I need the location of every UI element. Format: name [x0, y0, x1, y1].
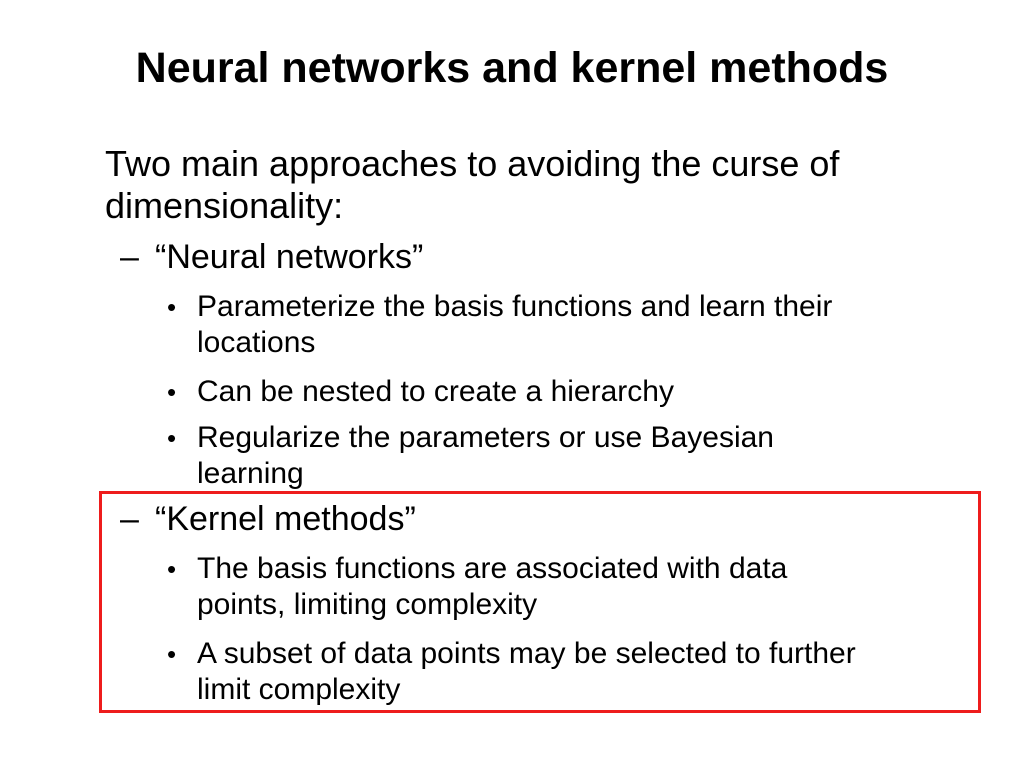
bullet-item-text: The basis functions are associated with … [197, 552, 788, 621]
section-heading-kernel-methods: – “Kernel methods” [120, 499, 961, 539]
bullet-item-basis-functions: • The basis functions are associated wit… [167, 551, 961, 623]
section-heading-label: “Kernel methods” [155, 500, 416, 538]
dot-bullet-icon: • [167, 554, 177, 584]
bullet-item-text: A subset of data points may be selected … [197, 637, 856, 706]
bullet-item-subset: • A subset of data points may be selecte… [167, 636, 961, 708]
dot-bullet-icon: • [167, 639, 177, 669]
dot-bullet-icon: • [167, 423, 177, 453]
bullet-item-text: Parameterize the basis functions and lea… [197, 290, 833, 359]
bullet-item-parameterize: • Parameterize the basis functions and l… [167, 289, 961, 361]
dash-bullet-icon: – [120, 238, 139, 276]
bullet-item-nested: • Can be nested to create a hierarchy [167, 374, 961, 410]
intro-line: dimensionality: [105, 185, 344, 226]
section-heading-label: “Neural networks” [155, 238, 424, 276]
bullet-item-text: Can be nested to create a hierarchy [197, 375, 674, 408]
intro-line: Two main approaches to avoiding the curs… [105, 143, 840, 184]
dot-bullet-icon: • [167, 377, 177, 407]
slide-title: Neural networks and kernel methods [135, 44, 889, 92]
dot-bullet-icon: • [167, 292, 177, 322]
dash-bullet-icon: – [120, 500, 139, 538]
slide-body: Two main approaches to avoiding the curs… [105, 143, 961, 708]
bullet-item-text: Regularize the parameters or use Bayesia… [197, 421, 774, 490]
intro-text: Two main approaches to avoiding the curs… [105, 143, 961, 227]
section-heading-neural-networks: – “Neural networks” [120, 237, 961, 277]
bullet-item-regularize: • Regularize the parameters or use Bayes… [167, 420, 961, 492]
